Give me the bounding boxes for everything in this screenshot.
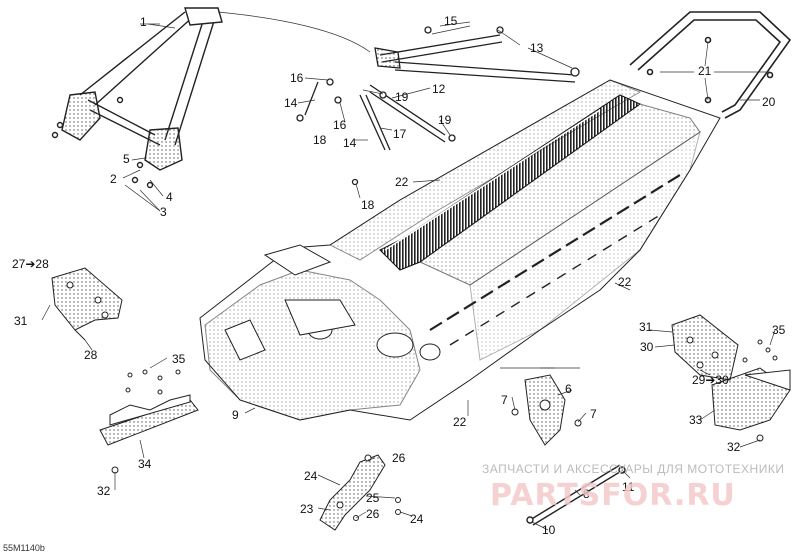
callout-1: 1: [140, 15, 147, 29]
callout-15: 15: [444, 14, 458, 28]
right-footrest-bracket: [671, 314, 739, 381]
callout-14b: 14: [343, 136, 357, 150]
callout-22c: 22: [453, 415, 467, 429]
steering-support-frame: [51, 7, 223, 189]
left-lower-bracket: [99, 369, 199, 474]
callout-21: 21: [698, 64, 712, 78]
rear-bracket: [511, 374, 582, 446]
callout-8: 8: [583, 487, 590, 501]
callout-24a: 24: [304, 469, 318, 483]
callout-24b: 24: [410, 512, 424, 526]
callout-32b: 32: [727, 440, 741, 454]
callout-2: 2: [110, 172, 117, 186]
callout-22b: 22: [618, 275, 632, 289]
watermark-tagline: ЗАПЧАСТИ И АКСЕССУАРЫ ДЛЯ МОТОТЕХНИКИ: [482, 462, 785, 476]
callout-18a: 18: [313, 133, 327, 147]
callout-28: 28: [84, 348, 98, 362]
diagram-code: 55M1140b: [3, 543, 45, 553]
left-footrest-bracket: [51, 267, 123, 341]
callout-16b: 16: [333, 118, 347, 132]
tunnel-chassis: [199, 79, 721, 421]
support-rods: [296, 26, 580, 186]
callout-26b: 26: [366, 507, 380, 521]
callout-9: 9: [232, 408, 239, 422]
callout-11: 11: [622, 480, 635, 494]
leader-lines: [41, 11, 776, 531]
callout-31a: 31: [14, 314, 28, 328]
right-lower-bracket: [711, 339, 791, 442]
callout-10: 10: [542, 523, 556, 537]
callout-34: 34: [138, 457, 152, 471]
callout-19b: 19: [438, 113, 452, 127]
callout-14a: 14: [284, 96, 298, 110]
callout-22a: 22: [395, 175, 409, 189]
slider-bracket: [319, 454, 401, 531]
callout-13: 13: [530, 41, 544, 55]
callout-20: 20: [762, 95, 776, 109]
callout-31b: 31: [639, 320, 653, 334]
callout-23: 23: [300, 502, 314, 516]
callout-30a: 30: [640, 340, 654, 354]
callout-25: 25: [366, 491, 380, 505]
callout-35a: 35: [172, 352, 186, 366]
callout-17: 17: [393, 127, 407, 141]
callout-16a: 16: [290, 71, 304, 85]
callout-33: 33: [689, 413, 703, 427]
callout-6: 6: [565, 382, 572, 396]
callout-27-28: 27➔28: [12, 257, 49, 271]
callout-3: 3: [160, 205, 167, 219]
callout-7a: 7: [501, 393, 508, 407]
callout-19a: 19: [395, 90, 409, 104]
callout-7b: 7: [590, 407, 597, 421]
callout-32a: 32: [97, 484, 111, 498]
callout-12: 12: [432, 82, 446, 96]
callout-5: 5: [123, 152, 130, 166]
callout-35b: 35: [772, 323, 786, 337]
callout-29-30: 29➔30: [692, 373, 729, 387]
watermark-brand: PARTSFOR.RU: [490, 478, 736, 513]
callout-4: 4: [166, 190, 173, 204]
callout-26a: 26: [392, 451, 406, 465]
callout-18b: 18: [361, 198, 375, 212]
